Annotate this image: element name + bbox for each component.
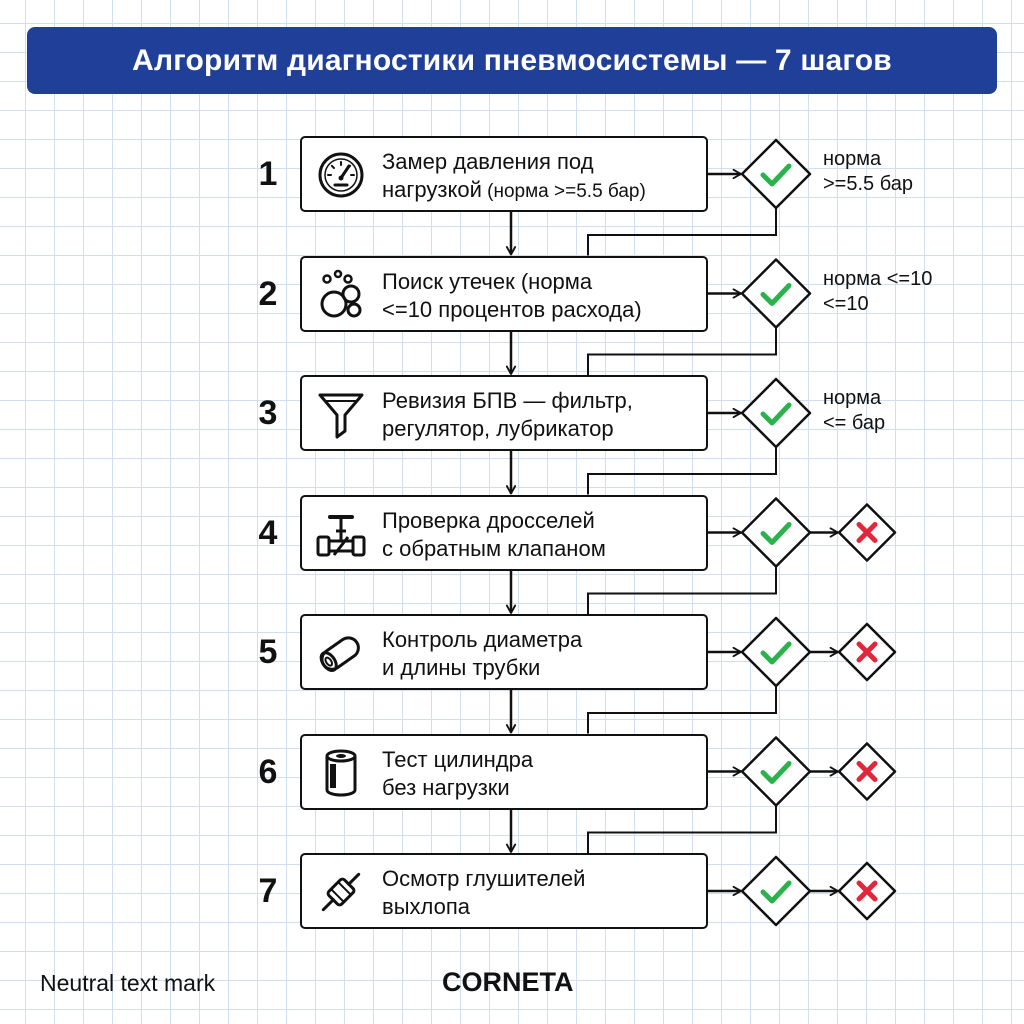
step-label-line2-main: нагрузкой [382,177,482,202]
step-label-line2: регулятор, лубрикатор [382,415,698,445]
step-label-line2-main: с обратным клапаном [382,535,606,561]
cross-icon [856,522,878,543]
step-label-line2: нагрузкой (норма >=5.5 бар) [382,176,698,206]
step-box: Осмотр глушителей выхлопа [300,853,708,929]
step-label: Поиск утечек (норма<=10 процентов расход… [382,268,698,326]
step-label-line2: без нагрузки [382,774,698,804]
norm-note: норма <= бар [823,386,885,436]
cross-icon [856,761,878,782]
step-label-line2-main: <=10 процентов расхода) [382,296,642,322]
return-connector [587,566,777,614]
norm-note-line2: <=10 [823,292,869,315]
step-box: Контроль диаметра и длины трубки [300,614,708,690]
step-number: 5 [258,633,278,671]
footer-text-mark: Neutral text mark [40,970,216,996]
step-label-line2: <=10 процентов расхода) [382,296,698,326]
step-label-line2: и длины трубки [382,654,698,684]
norm-note: норма >=5.5 бар [823,147,913,197]
tube-icon [314,626,368,680]
check-icon [760,522,792,545]
step-number: 7 [258,872,278,910]
return-connector [587,208,777,256]
decision-diamond [740,616,812,688]
step-label-line2: с обратным клапаном [382,535,698,565]
bubbles-icon [314,268,368,322]
return-connector [587,805,777,853]
step-number: 4 [258,513,278,552]
decision-diamond [740,138,812,210]
step-number: 2 [258,274,278,313]
norm-note: норма <=10<=10 [823,267,932,317]
title-bar: Алгоритм диагностики пневмосистемы — 7 ш… [27,27,997,94]
norm-note-line1: норма [823,387,882,409]
step-box: Ревизия БПВ — фильтр, регулятор, лубрикат… [300,375,708,451]
step-label-line1: Осмотр глушителей [382,866,586,891]
decision-diamond [740,736,812,807]
step-label: Осмотр глушителей выхлопа [382,865,698,923]
step-label-line2-main: регулятор, лубрикатор [382,416,614,441]
return-connector [587,327,777,375]
check-icon [760,880,792,904]
norm-note-line1: норма <=10 [823,267,933,290]
step-number: 3 [258,394,278,432]
step-label-line2: выхлопа [382,893,698,923]
check-icon [760,402,792,426]
decision-diamond [740,497,812,568]
step-number: 6 [258,752,278,791]
return-connector [587,686,777,734]
throttle-valve-icon [314,507,368,561]
step-label: Контроль диаметра и длины трубки [382,626,698,684]
decision-diamond [740,258,812,329]
norm-note-line2: <= бар [823,412,886,434]
step-label-line2-note: (норма >=5.5 бар) [481,181,646,202]
filter-funnel-icon [314,387,368,441]
cylinder-icon [314,746,368,800]
check-icon [760,163,792,187]
step-label-line1: Замер давления под [382,149,594,174]
norm-note-line1: норма [823,148,882,170]
check-icon [760,283,792,306]
step-label-line1: Ревизия БПВ — фильтр, [382,388,633,413]
check-icon [760,641,792,665]
step-label-line1: Поиск утечек (норма [382,268,593,294]
muffler-icon [314,865,368,919]
step-label-line1: Контроль диаметра [382,627,583,652]
pressure-gauge-icon [314,148,368,202]
step-label-line1: Тест цилиндра [382,746,534,772]
step-number: 1 [258,155,278,193]
cross-icon [856,880,878,902]
return-connector [587,447,777,495]
decision-diamond [740,855,812,927]
check-icon [760,761,792,784]
step-label-line2-main: без нагрузки [382,774,510,800]
step-label-line1: Проверка дросселей [382,507,595,533]
page-title: Алгоритм диагностики пневмосистемы — 7 ш… [132,43,892,77]
norm-note-line2: >=5.5 бар [823,173,913,195]
step-label: Ревизия БПВ — фильтр, регулятор, лубрикат… [382,387,698,445]
decision-diamond [740,377,812,449]
step-label-line2-main: и длины трубки [382,655,541,680]
cross-icon [856,641,878,663]
step-box: Поиск утечек (норма<=10 процентов расход… [300,255,708,332]
footer-brand: CORNETA [442,967,574,997]
step-label-line2-main: выхлопа [382,894,470,919]
